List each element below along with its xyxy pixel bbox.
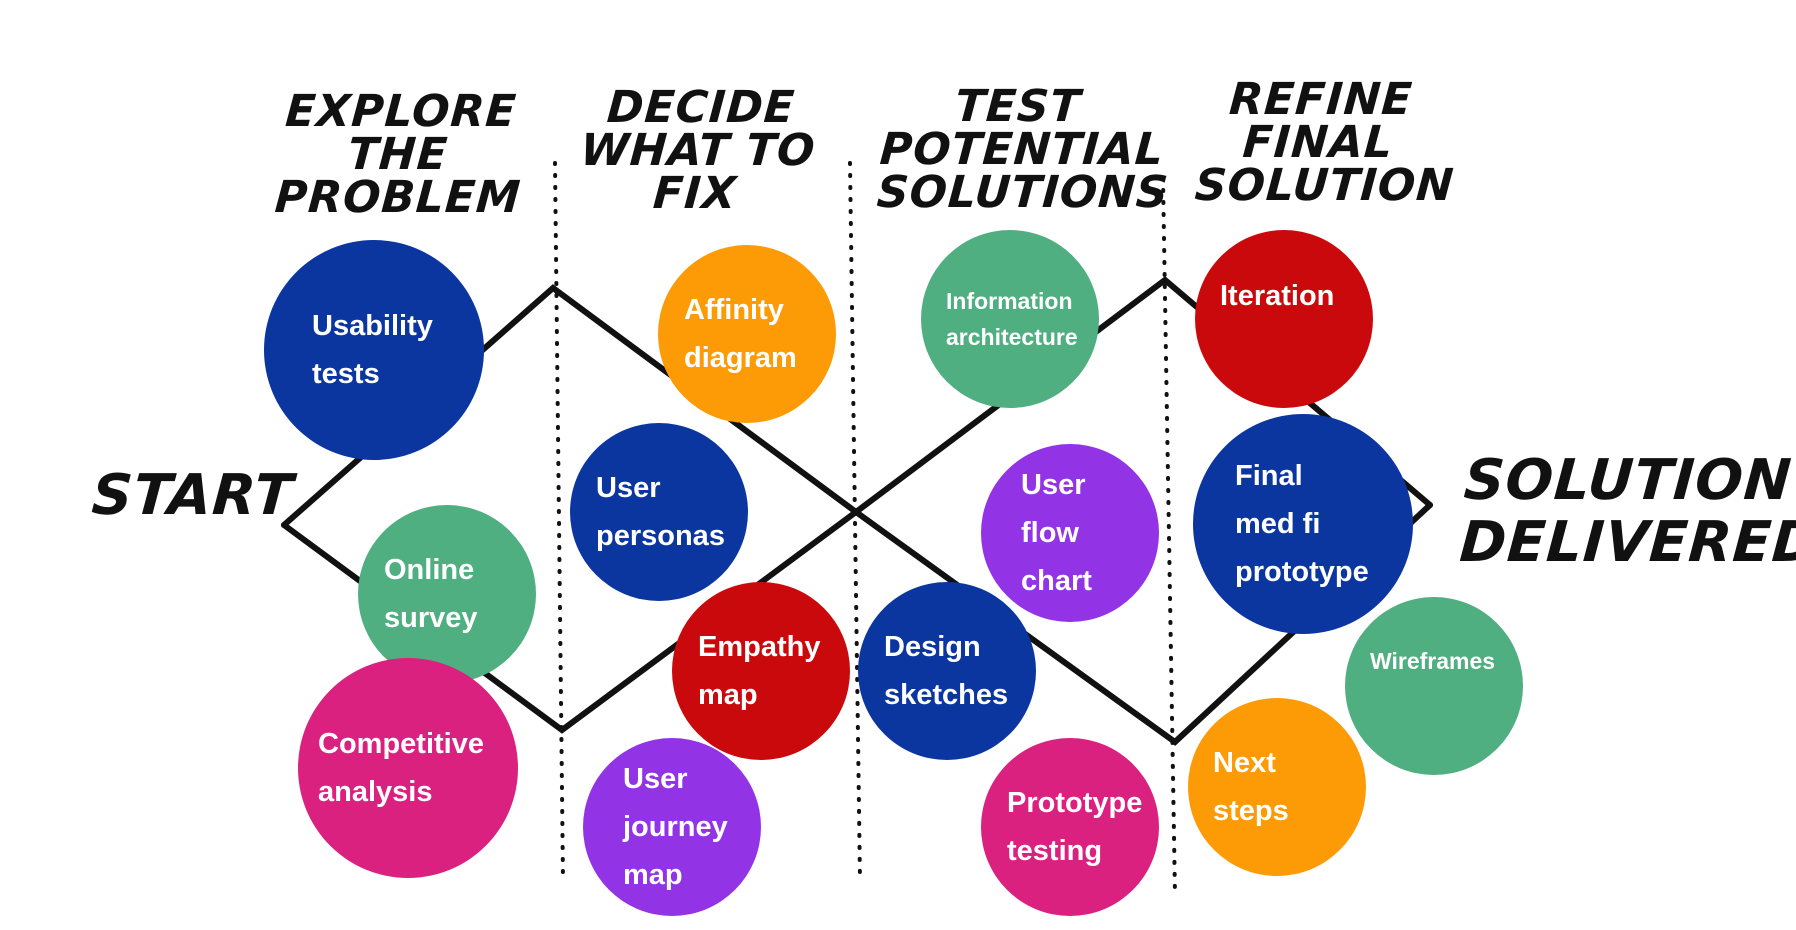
method-label: Final med fi prototype (1235, 460, 1369, 588)
phase-heading-refine: REFINE FINAL SOLUTION (1193, 74, 1456, 211)
method-label: Empathy map (698, 631, 821, 711)
phase-heading-explore: EXPLORE THE PROBLEM (273, 86, 523, 223)
method-competitive-analysis: Competitive analysis (298, 658, 518, 878)
method-user-flow-chart: User flow chart (981, 444, 1159, 622)
method-label: Next steps (1213, 747, 1289, 827)
method-label: User journey map (623, 763, 728, 891)
method-label: Design sketches (884, 631, 1009, 711)
method-empathy-map: Empathy map (672, 582, 850, 760)
method-label: Prototype testing (1007, 787, 1143, 867)
method-label: Competitive analysis (318, 728, 484, 808)
method-user-personas: User personas (570, 423, 748, 601)
method-label: User flow chart (1021, 469, 1092, 597)
start-label: START (89, 463, 296, 528)
method-label: Affinity diagram (684, 294, 797, 374)
phase-divider-3 (1161, 176, 1177, 897)
method-final-med-fi-prototype: Final med fi prototype (1193, 414, 1413, 634)
method-next-steps: Next steps (1188, 698, 1366, 876)
method-iteration: Iteration (1195, 230, 1373, 408)
phase-heading-decide: DECIDE WHAT TO FIX (578, 82, 818, 219)
method-label: Online survey (384, 554, 478, 634)
phase-divider-2 (848, 161, 862, 882)
solution-delivered-label: SOLUTION DELIVERED (1457, 448, 1796, 575)
method-usability-tests: Usability tests (264, 240, 484, 460)
method-label: Usability tests (312, 310, 433, 390)
phase-heading-test: TEST POTENTIAL SOLUTIONS (875, 81, 1171, 218)
method-label: Wireframes (1370, 648, 1496, 674)
method-prototype-testing: Prototype testing (981, 738, 1159, 916)
method-online-survey: Online survey (358, 505, 536, 683)
method-user-journey-map: User journey map (583, 738, 761, 916)
phase-divider-1 (553, 161, 565, 882)
method-label: Iteration (1220, 280, 1335, 312)
method-information-architecture: Information architecture (921, 230, 1099, 408)
method-label: Information architecture (946, 288, 1078, 350)
method-wireframes: Wireframes (1345, 597, 1523, 775)
method-affinity-diagram: Affinity diagram (658, 245, 836, 423)
method-design-sketches: Design sketches (858, 582, 1036, 760)
method-label: User personas (596, 472, 725, 552)
